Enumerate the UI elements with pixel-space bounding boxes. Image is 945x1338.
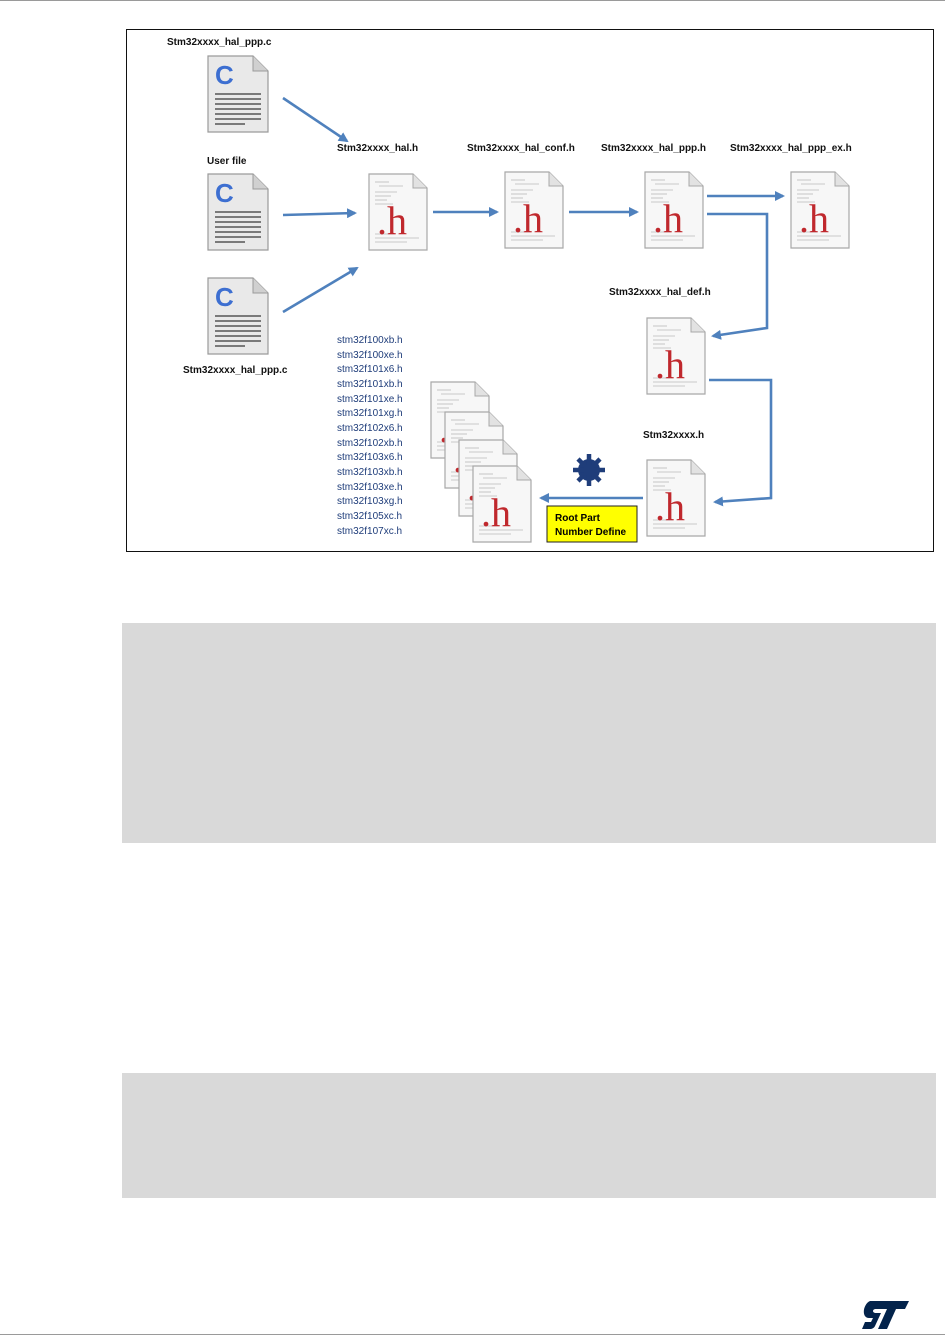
- part-item: stm32f107xc.h: [337, 526, 402, 537]
- code-block-2: [122, 1073, 936, 1198]
- c-file-icon-top: [207, 55, 269, 133]
- part-item: stm32f101xb.h: [337, 379, 403, 390]
- label-src-bottom: Stm32xxxx_hal_ppp.c: [183, 365, 288, 376]
- root-part-number-box: [546, 505, 638, 543]
- label-hal-ppp-h: Stm32xxxx_hal_ppp.h: [601, 143, 706, 154]
- part-item: stm32f101xe.h: [337, 394, 403, 405]
- header-rule: [0, 0, 945, 1]
- root-label-line1: Root Part: [555, 513, 601, 524]
- part-item: stm32f103xe.h: [337, 482, 403, 493]
- root-label-line2: Number Define: [555, 527, 627, 538]
- st-logo: [862, 1300, 910, 1330]
- part-item: stm32f100xb.h: [337, 335, 403, 346]
- label-hal-h: Stm32xxxx_hal.h: [337, 143, 418, 154]
- label-hal-ppp-ex-h: Stm32xxxx_hal_ppp_ex.h: [730, 143, 852, 154]
- h-file-icon-hal-conf: [504, 171, 564, 249]
- part-item: stm32f101xg.h: [337, 408, 403, 419]
- include-arrows: [282, 96, 785, 507]
- c-file-icon-user: [207, 173, 269, 251]
- code-block-1-text: [122, 623, 936, 647]
- label-user-file: User file: [207, 156, 247, 167]
- part-item: stm32f101x6.h: [337, 364, 403, 375]
- label-src-top: Stm32xxxx_hal_ppp.c: [167, 37, 272, 48]
- h-file-icon-stm32xxxx: [646, 459, 706, 537]
- part-item: stm32f102x6.h: [337, 423, 403, 434]
- footer-rule: [0, 1334, 945, 1335]
- code-block-2-text: [122, 1073, 936, 1097]
- code-block-1: [122, 623, 936, 843]
- part-item: stm32f105xc.h: [337, 511, 402, 522]
- h-file-icon-hal: [368, 173, 428, 251]
- h-file-icon-hal-ppp: [644, 171, 704, 249]
- h-file-icon-hal-ppp-ex: [790, 171, 850, 249]
- part-item: stm32f103xb.h: [337, 467, 403, 478]
- c-file-icon-bottom: [207, 277, 269, 355]
- part-number-list: stm32f100xb.h stm32f100xe.h stm32f101x6.…: [337, 335, 403, 537]
- h-file-icon-part-4: [472, 465, 532, 543]
- label-hal-conf-h: Stm32xxxx_hal_conf.h: [467, 143, 575, 154]
- label-hal-def-h: Stm32xxxx_hal_def.h: [609, 287, 711, 298]
- part-item: stm32f102xb.h: [337, 438, 403, 449]
- gear-icon: [573, 454, 605, 486]
- part-item: stm32f103xg.h: [337, 496, 403, 507]
- hal-include-diagram: .h C Stm32xxxx_hal_ppp.c User file Stm32…: [126, 29, 934, 552]
- label-stm32xxxx-h: Stm32xxxx.h: [643, 430, 704, 441]
- part-item: stm32f100xe.h: [337, 350, 403, 361]
- part-item: stm32f103x6.h: [337, 452, 403, 463]
- h-file-icon-hal-def: [646, 317, 706, 395]
